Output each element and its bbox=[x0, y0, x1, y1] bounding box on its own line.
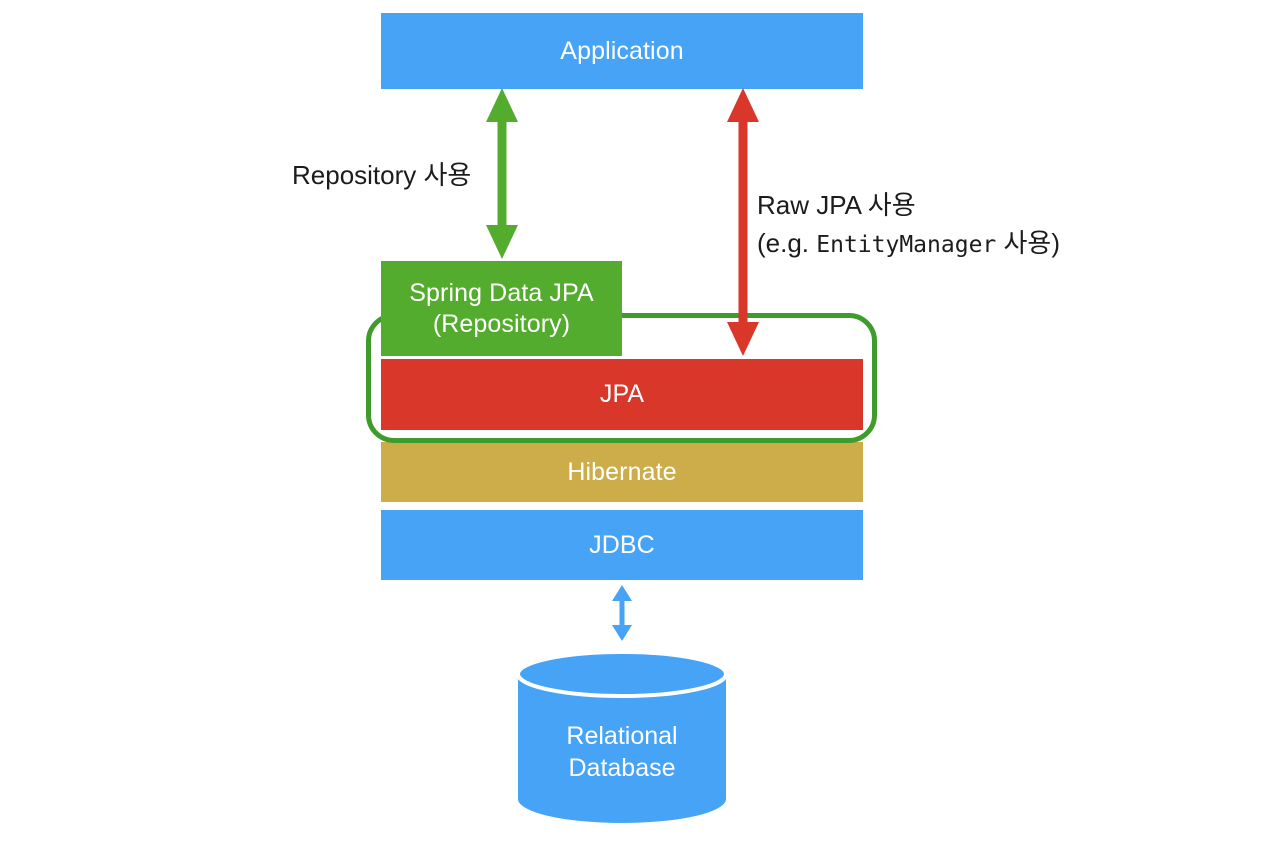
annotation-repository-usage-text: Repository 사용 bbox=[292, 160, 472, 190]
annotation-raw-jpa-usage: Raw JPA 사용 (e.g. EntityManager 사용) bbox=[757, 186, 1060, 263]
layer-hibernate-label: Hibernate bbox=[567, 457, 677, 486]
annotation-raw-jpa-line1: Raw JPA 사용 bbox=[757, 190, 916, 220]
layer-jdbc-label: JDBC bbox=[589, 530, 655, 559]
arrow-application-to-spring-data-jpa bbox=[486, 88, 518, 259]
layer-spring-data-jpa-label-line2: (Repository) bbox=[432, 309, 571, 338]
annotation-repository-usage: Repository 사용 bbox=[292, 156, 471, 194]
layer-hibernate: Hibernate bbox=[381, 442, 863, 502]
layer-application-label: Application bbox=[560, 36, 684, 65]
layer-jpa-label: JPA bbox=[599, 380, 645, 409]
layer-application: Application bbox=[381, 13, 863, 89]
annotation-raw-jpa-prefix: (e.g. bbox=[757, 228, 817, 259]
arrow-jdbc-to-database bbox=[612, 585, 632, 641]
arrow-application-to-jpa bbox=[727, 88, 759, 356]
annotation-raw-jpa-code: EntityManager bbox=[816, 232, 997, 259]
layer-jpa: JPA bbox=[381, 359, 863, 430]
database-cylinder bbox=[516, 650, 728, 823]
layer-spring-data-jpa: Spring Data JPA (Repository) bbox=[381, 261, 622, 356]
layer-spring-data-jpa-label-line1: Spring Data JPA bbox=[409, 279, 594, 307]
annotation-raw-jpa-line2: (e.g. EntityManager 사용) bbox=[757, 224, 1060, 262]
annotation-raw-jpa-suffix: 사용) bbox=[996, 228, 1060, 259]
layer-jdbc: JDBC bbox=[381, 510, 863, 580]
